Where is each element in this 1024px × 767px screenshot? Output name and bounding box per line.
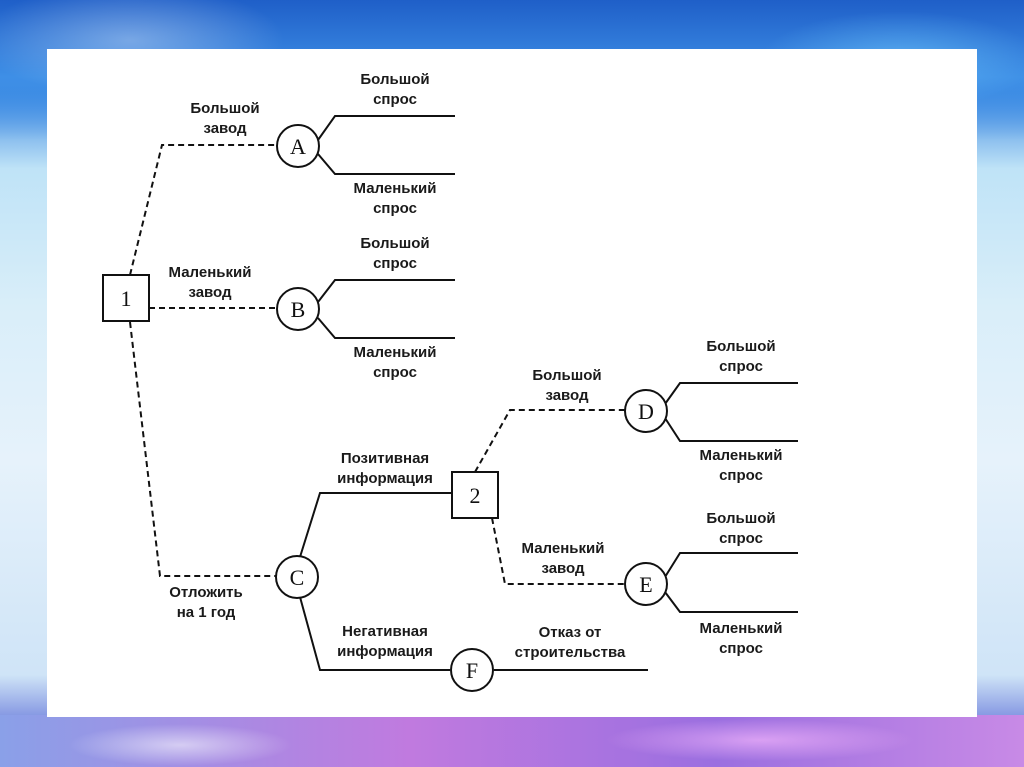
- label-D-small-demand-2: спрос: [719, 467, 763, 484]
- label-B-big-demand-2: спрос: [373, 255, 417, 272]
- node-label-F: F: [466, 658, 478, 683]
- edge-2-E: [491, 517, 625, 585]
- label-refuse-2: строительства: [515, 644, 626, 661]
- decision-node-1: [102, 274, 150, 322]
- label-postpone-1: Отложить: [169, 584, 243, 601]
- edge-B-small: [317, 317, 455, 339]
- edge-A-big: [317, 115, 455, 141]
- node-label-1: 1: [121, 286, 132, 311]
- edge-2-D: [474, 409, 625, 473]
- label-E-small-demand-2: спрос: [719, 640, 763, 657]
- node-label-2: 2: [470, 483, 481, 508]
- edge-A-small: [317, 153, 455, 175]
- chance-node-D: [624, 389, 668, 433]
- label-B-small-demand-2: спрос: [373, 364, 417, 381]
- decision-node-2: [451, 471, 499, 519]
- edge-E-big: [664, 552, 798, 578]
- label-B-small-demand-1: Маленький: [354, 344, 437, 361]
- label-refuse-1: Отказ от: [539, 624, 602, 641]
- label-E-big-demand-2: спрос: [719, 530, 763, 547]
- edge-B-big: [317, 279, 455, 303]
- background-bottom-decoration: [0, 715, 1024, 767]
- node-label-C: C: [290, 565, 305, 590]
- chance-node-E: [624, 562, 668, 606]
- edge-C-negative: [299, 596, 450, 671]
- edge-D-big: [664, 382, 798, 405]
- label-big-plant2-2: завод: [545, 387, 589, 404]
- node-label-A: A: [290, 134, 306, 159]
- edge-C-positive: [299, 492, 452, 558]
- label-big-plant-2: завод: [203, 120, 247, 137]
- label-D-small-demand-1: Маленький: [700, 447, 783, 464]
- edge-E-small: [664, 591, 798, 613]
- node-label-E: E: [639, 572, 652, 597]
- slide-panel: [47, 49, 977, 717]
- label-small-plant2-1: Маленький: [522, 540, 605, 557]
- edge-1-A: [129, 144, 278, 276]
- label-postpone-2: на 1 год: [177, 604, 236, 621]
- label-A-small-demand-2: спрос: [373, 200, 417, 217]
- label-positive-info-1: Позитивная: [341, 450, 429, 467]
- label-small-plant-1: Маленький: [169, 264, 252, 281]
- label-big-plant-1: Большой: [190, 100, 259, 117]
- label-small-plant-2: завод: [188, 284, 232, 301]
- edge-1-C: [129, 321, 276, 577]
- label-A-big-demand-1: Большой: [360, 71, 429, 88]
- label-D-big-demand-1: Большой: [706, 338, 775, 355]
- label-D-big-demand-2: спрос: [719, 358, 763, 375]
- label-E-small-demand-1: Маленький: [700, 620, 783, 637]
- label-negative-info-2: информация: [337, 643, 433, 660]
- chance-node-F: [450, 648, 494, 692]
- label-big-plant2-1: Большой: [532, 367, 601, 384]
- node-label-B: B: [291, 297, 306, 322]
- label-positive-info-2: информация: [337, 470, 433, 487]
- label-E-big-demand-1: Большой: [706, 510, 775, 527]
- label-B-big-demand-1: Большой: [360, 235, 429, 252]
- label-negative-info-1: Негативная: [342, 623, 428, 640]
- chance-node-B: [276, 287, 320, 331]
- edge-D-small: [664, 417, 798, 442]
- label-A-big-demand-2: спрос: [373, 91, 417, 108]
- chance-node-C: [275, 555, 319, 599]
- label-small-plant2-2: завод: [541, 560, 585, 577]
- chance-node-A: [276, 124, 320, 168]
- label-A-small-demand-1: Маленький: [354, 180, 437, 197]
- node-label-D: D: [638, 399, 654, 424]
